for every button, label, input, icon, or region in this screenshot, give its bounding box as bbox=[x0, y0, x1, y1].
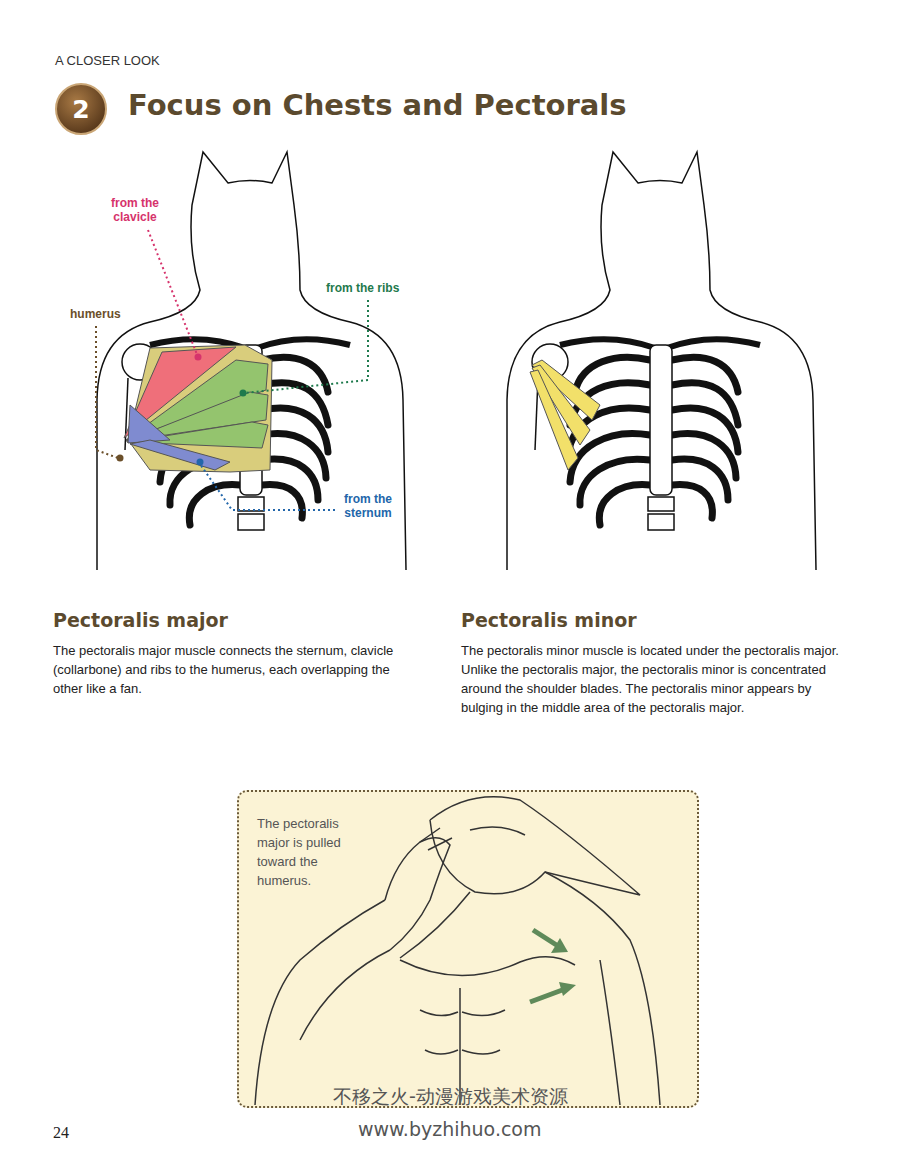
node-text: 2 bbox=[72, 95, 89, 124]
torso-outline bbox=[97, 152, 406, 570]
muscle-origin-label: from the sternum bbox=[336, 492, 400, 520]
muscle-origin-label: from the ribs bbox=[326, 281, 399, 295]
pull-arrows bbox=[530, 930, 576, 1002]
page-title: Focus on Chests and Pectorals bbox=[128, 88, 627, 122]
bottom-figure bbox=[255, 797, 660, 1105]
muscle-origin-label: from the clavicle bbox=[102, 196, 168, 224]
section-heading: Pectoralis major bbox=[53, 609, 228, 631]
note-box: The pectoralis major is pulled toward th… bbox=[237, 790, 699, 1108]
node-text: The pectoralis major is pulled toward th… bbox=[257, 814, 367, 890]
watermark: 不移之火-动漫游戏美术资源 bbox=[333, 1084, 568, 1110]
rib-cage bbox=[122, 339, 350, 530]
kicker: A CLOSER LOOK bbox=[55, 53, 160, 68]
leader-lines bbox=[96, 230, 368, 510]
attachment-dots bbox=[117, 354, 247, 466]
section-badge: 2 bbox=[55, 83, 107, 135]
page-number: 24 bbox=[53, 1124, 69, 1142]
body-text: The pectoralis minor muscle is located u… bbox=[461, 641, 856, 717]
pectoralis-minor bbox=[530, 360, 600, 470]
pectoralis-major bbox=[124, 345, 272, 472]
section-heading: Pectoralis minor bbox=[461, 609, 637, 631]
torso-outline bbox=[507, 152, 816, 570]
bone-label: humerus bbox=[70, 307, 121, 321]
note-ground bbox=[237, 790, 699, 1108]
body-text: The pectoralis major muscle connects the… bbox=[53, 641, 403, 698]
watermark: www.byzhihuo.com bbox=[358, 1118, 542, 1140]
